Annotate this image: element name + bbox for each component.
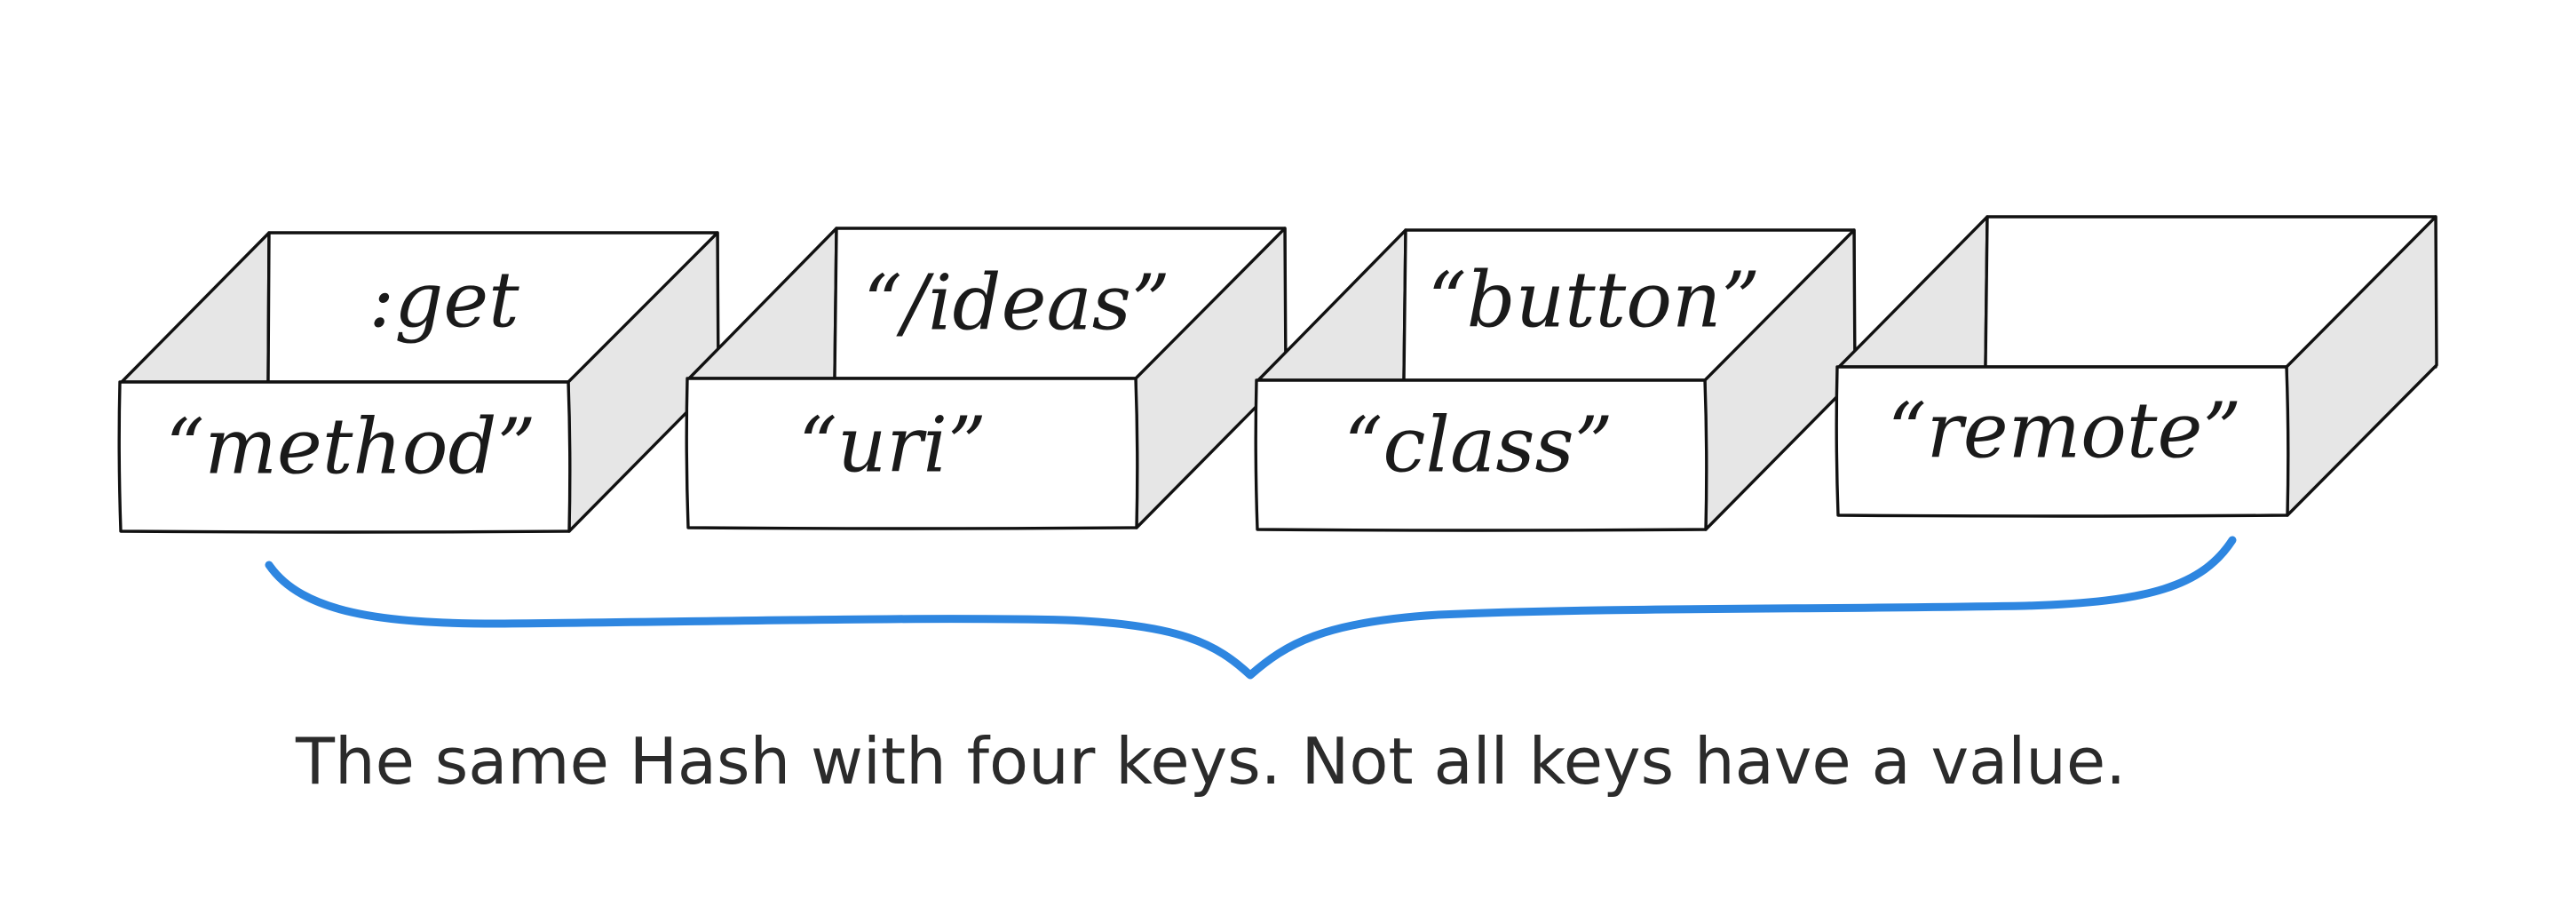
box-left-inner-wall (120, 231, 271, 384)
box-front (117, 380, 572, 534)
box-left-inner-wall (1837, 215, 1989, 369)
box-front (1254, 378, 1708, 532)
hash-key-label: “method” (165, 403, 535, 492)
diagram-caption: The same Hash with four keys. Not all ke… (295, 724, 2126, 799)
hash-entry-method: :get “method” (117, 231, 720, 534)
hash-entry-class: “button” “class” (1254, 228, 1857, 532)
hash-value-label: “/ideas” (863, 259, 1170, 348)
hash-key-label: “uri” (798, 402, 987, 490)
hash-entry-uri: “/ideas” “uri” (685, 227, 1288, 530)
hash-key-label: “remote” (1888, 387, 2242, 476)
grouping-brace (265, 536, 2237, 680)
hash-value-label: :get (369, 257, 519, 346)
box-front (685, 377, 1139, 530)
hash-value-label: “button” (1428, 257, 1761, 346)
hash-entry-remote: “remote” (1835, 215, 2438, 518)
hash-key-label: “class” (1343, 402, 1613, 490)
box-front (1835, 365, 2290, 518)
